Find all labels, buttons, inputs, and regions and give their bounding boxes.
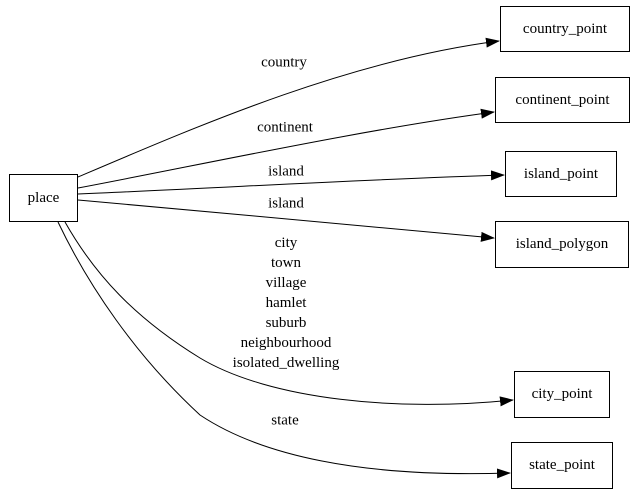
node-country-point-label: country_point (522, 20, 608, 37)
edge-label-isolated-dwelling: isolated_dwelling (232, 355, 340, 371)
edge-place-island_point (77, 170, 505, 195)
node-island-point-label: island_point (523, 165, 599, 182)
edge-place-city_point (64, 221, 514, 407)
node-state-point: state_point (511, 442, 613, 489)
node-island-polygon: island_polygon (495, 221, 629, 268)
edge-place-continent_point (77, 108, 495, 189)
edge-place-state_point (57, 221, 511, 479)
node-country-point: country_point (500, 6, 630, 52)
node-city-point-label: city_point (531, 386, 593, 402)
edge-label-island-point: island (268, 163, 304, 180)
edge-label-suburb: suburb (265, 315, 307, 331)
edge-label-state: state (271, 412, 299, 429)
node-state-point-label: state_point (529, 457, 595, 473)
edge-label-village: village (265, 275, 307, 291)
node-continent-point-label: continent_point (515, 91, 610, 108)
edge-label-city-group: city town village hamlet suburb neighbou… (233, 233, 340, 373)
edge-label-city: city (274, 235, 298, 251)
edge-place-country_point (77, 37, 500, 178)
node-continent-point: continent_point (495, 77, 630, 123)
edge-label-town: town (271, 255, 301, 271)
node-island-point: island_point (505, 151, 617, 197)
node-place: place (9, 174, 78, 222)
edge-label-island-polygon: island (268, 195, 304, 212)
edge-label-hamlet: hamlet (265, 295, 307, 311)
edge-place-island_polygon (77, 199, 495, 242)
edge-label-neighbourhood: neighbourhood (240, 335, 332, 351)
edge-label-country: country (261, 54, 307, 71)
node-city-point: city_point (514, 371, 610, 418)
edge-label-continent: continent (257, 119, 313, 136)
node-place-label: place (27, 189, 60, 206)
node-island-polygon-label: island_polygon (515, 236, 609, 252)
